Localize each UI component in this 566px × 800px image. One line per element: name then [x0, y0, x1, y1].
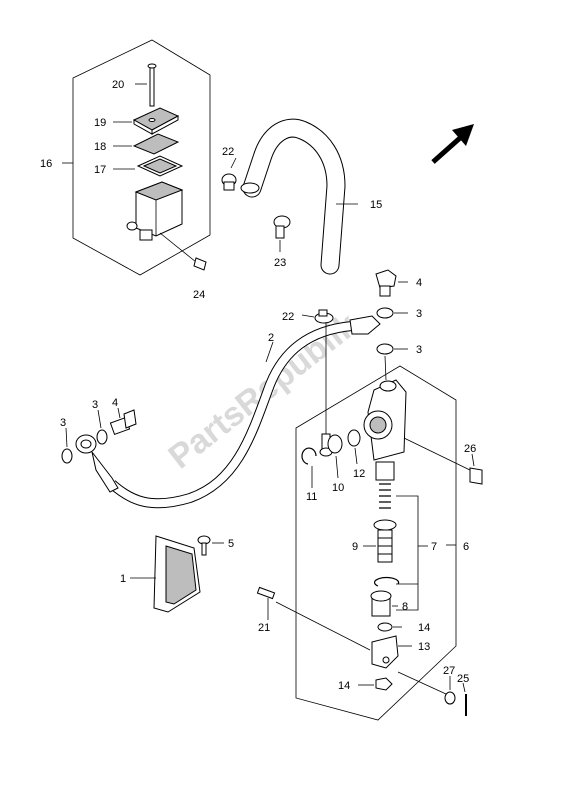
callout-13: 13 — [418, 641, 430, 653]
banjo-fitting — [75, 434, 119, 493]
clevis-pin-21 — [256, 586, 371, 651]
callout-11: 11 — [306, 491, 317, 503]
washer-3-lower — [376, 343, 408, 355]
callout-3-mid: 3 — [92, 399, 98, 411]
joint-10 — [327, 434, 343, 479]
clamp-23 — [273, 215, 291, 252]
circlip-11 — [301, 447, 317, 488]
callout-25: 25 — [457, 673, 469, 685]
callout-20: 20 — [112, 79, 124, 91]
callout-1: 1 — [120, 573, 126, 585]
callout-10: 10 — [332, 482, 344, 494]
plate-18 — [113, 133, 180, 155]
guard-1 — [130, 535, 201, 613]
reservoir-cap-19 — [113, 107, 180, 135]
washer-3-mid — [96, 409, 108, 445]
callout-16: 16 — [40, 158, 52, 170]
master-cylinder-body — [363, 355, 407, 461]
callout-3-top: 3 — [416, 308, 422, 320]
callout-12: 12 — [353, 468, 365, 480]
diaphragm-17 — [113, 155, 184, 177]
boot-8 — [370, 590, 398, 617]
brake-hose-2 — [108, 315, 381, 509]
callout-7: 7 — [431, 541, 437, 553]
screw-5 — [197, 535, 224, 556]
callout-24: 24 — [193, 289, 205, 301]
callout-3-lower: 3 — [416, 344, 422, 356]
hose-joint-pipe — [319, 322, 333, 457]
callout-23: 23 — [274, 257, 286, 269]
clamp-22-lower — [301, 309, 334, 324]
callout-3-left: 3 — [60, 417, 66, 429]
callout-18: 18 — [94, 141, 106, 153]
bolt-24 — [159, 232, 207, 271]
screw-20 — [135, 63, 157, 107]
callout-2: 2 — [268, 332, 274, 344]
piston-kit-7-bracket — [396, 495, 428, 611]
clamp-22-upper — [221, 157, 237, 191]
callout-6: 6 — [463, 541, 469, 553]
washer-3-top — [376, 307, 408, 319]
callout-9: 9 — [352, 541, 358, 553]
nut-14-lower — [358, 677, 393, 691]
reservoir-group-frame — [72, 39, 211, 276]
callout-4-left: 4 — [112, 397, 118, 409]
callout-labels: 20 19 18 17 16 24 22 23 15 22 4 3 3 2 3 … — [40, 79, 476, 692]
washer-27 — [397, 671, 456, 705]
callout-27: 27 — [443, 665, 455, 677]
union-bolt-4-right — [375, 269, 408, 297]
circlip-small — [373, 576, 400, 587]
callout-17: 17 — [94, 164, 106, 176]
callout-26: 26 — [464, 443, 476, 455]
callout-14-lower: 14 — [338, 680, 350, 692]
callout-15: 15 — [370, 199, 382, 211]
cotter-pin-25 — [462, 682, 467, 716]
clevis-13 — [371, 635, 412, 669]
spring-piston — [363, 461, 397, 563]
reservoir-body — [126, 181, 184, 241]
callout-22-lower: 22 — [282, 311, 294, 323]
callout-5: 5 — [228, 538, 234, 550]
callout-21: 21 — [258, 622, 270, 634]
callout-22-upper: 22 — [222, 146, 234, 158]
master-cylinder-group-frame — [295, 365, 457, 721]
callout-19: 19 — [94, 117, 106, 129]
reservoir-hose-15 — [240, 118, 358, 275]
callout-4-right: 4 — [416, 277, 422, 289]
oring-12 — [347, 429, 361, 465]
callout-14-upper: 14 — [418, 622, 430, 634]
direction-arrow-icon — [431, 124, 474, 164]
bolt-26 — [403, 437, 483, 485]
callout-8: 8 — [402, 601, 408, 613]
washer-3-left — [61, 427, 73, 464]
nut-14-upper — [377, 622, 402, 632]
union-bolt-4-left — [109, 407, 137, 436]
